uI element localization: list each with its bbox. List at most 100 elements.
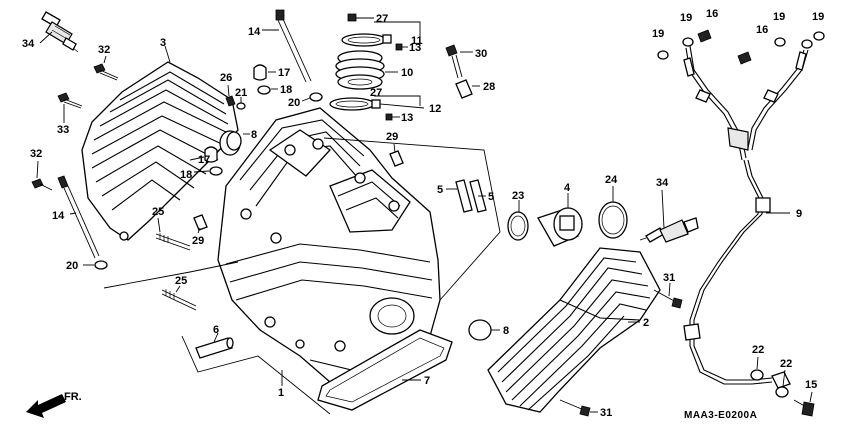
callout-18-mid: 18 [180, 169, 192, 181]
callout-25-upper: 25 [152, 206, 164, 218]
leader-11 [374, 21, 421, 38]
callout-29-right: 29 [386, 131, 398, 143]
callout-24: 24 [605, 174, 618, 186]
callout-19-d: 19 [812, 11, 824, 23]
dowel-29-left [193, 214, 208, 231]
callout-34-right: 34 [656, 177, 669, 189]
leader-20-top [301, 97, 311, 102]
callout-16-b: 16 [756, 24, 768, 36]
bracket-1 [181, 335, 331, 415]
callout-15: 15 [805, 379, 817, 391]
grommet-17-top [253, 64, 267, 81]
head-cover-3 [81, 61, 239, 241]
callout-5a: 5 [437, 184, 443, 196]
callout-6: 6 [213, 324, 219, 336]
o-ring-24 [598, 201, 628, 239]
bolt-31-lower [559, 399, 591, 417]
callout-32-mid: 32 [30, 148, 42, 160]
callout-13-top: 13 [409, 42, 421, 54]
callout-11: 11 [411, 35, 423, 47]
nut-13-lower [385, 113, 393, 121]
washer-22-right [775, 386, 789, 398]
leader-29-left [197, 227, 201, 234]
grommet-8-left [219, 130, 242, 156]
callout-8-left: 8 [251, 129, 257, 141]
front-direction-label: FR. [64, 391, 82, 403]
callout-31-upper: 31 [663, 272, 675, 284]
washer-18-top [257, 85, 271, 95]
callout-13-lower: 13 [401, 112, 413, 124]
callout-10: 10 [401, 67, 413, 79]
callout-2: 2 [643, 317, 649, 329]
stud-25-lower [161, 289, 197, 311]
gasket-7 [317, 329, 453, 411]
washer-22-left [750, 369, 764, 381]
leader-25-upper [157, 217, 161, 233]
nut-13-top [395, 43, 403, 51]
callout-16-a: 16 [706, 8, 718, 20]
callout-31-lower: 31 [600, 407, 612, 419]
bolt-30 [445, 44, 463, 79]
callout-19-a: 19 [652, 28, 664, 40]
bolt-27-top [347, 13, 357, 22]
bolt-33 [57, 92, 83, 109]
callout-12: 12 [429, 103, 441, 115]
callout-17-top: 17 [278, 67, 290, 79]
wire-harness-9 [657, 29, 825, 389]
leader-3 [164, 45, 171, 63]
clamp-11 [341, 33, 392, 47]
stud-25-upper [155, 233, 191, 251]
clamp-12 [329, 97, 381, 111]
callout-14-top: 14 [248, 26, 261, 38]
spark-plug-right [639, 217, 699, 243]
callout-7: 7 [424, 375, 430, 387]
callout-9: 9 [796, 208, 802, 220]
leader-31-upper [668, 282, 671, 297]
callout-33: 33 [57, 124, 69, 136]
callout-28: 28 [483, 81, 495, 93]
washer-18-mid [209, 166, 223, 176]
cap-4 [537, 207, 583, 247]
leader-22-left [756, 356, 759, 370]
callout-29-left: 29 [192, 235, 204, 247]
bolt-31-upper [653, 289, 683, 309]
leader-14-left [69, 212, 77, 215]
leader-27-lower [374, 95, 421, 106]
callout-5b: 5 [488, 191, 494, 203]
insulator-10 [335, 50, 385, 90]
callout-4: 4 [564, 182, 571, 194]
dowel-6 [195, 337, 234, 359]
stud-14-left [57, 175, 100, 259]
grommet-8-right [468, 319, 492, 341]
leader-25-lower [175, 285, 181, 293]
callout-14-left: 14 [52, 210, 65, 222]
spark-plug-left [41, 11, 79, 53]
callout-18-top: 18 [280, 84, 292, 96]
callout-23: 23 [512, 190, 524, 202]
callout-27-lower: 27 [370, 87, 382, 99]
leader-12 [379, 103, 425, 109]
bolt-32-mid [31, 178, 53, 191]
callout-19-c: 19 [773, 11, 785, 23]
leader-15 [809, 391, 813, 403]
callout-20-left: 20 [66, 260, 78, 272]
callout-30: 30 [475, 48, 487, 60]
callout-34-left: 34 [22, 38, 35, 50]
bolt-26 [225, 95, 236, 107]
front-direction-arrow [26, 394, 66, 418]
callout-26: 26 [220, 72, 232, 84]
leader-34-left [39, 31, 53, 44]
cylinder-head-1 [217, 107, 441, 393]
callout-22-right: 22 [780, 358, 792, 370]
leader-32-top [103, 55, 107, 64]
leader-32-mid [36, 160, 39, 179]
leader-17-mid [189, 156, 205, 161]
bolt-32-top [93, 63, 119, 81]
callout-25-lower: 25 [175, 275, 187, 287]
dowel-29-right [389, 150, 404, 167]
cap-28 [455, 79, 473, 99]
stud-14-top [275, 9, 312, 83]
diagram-code: MAA3-E0200A [684, 410, 757, 421]
head-cover-2 [487, 247, 661, 413]
